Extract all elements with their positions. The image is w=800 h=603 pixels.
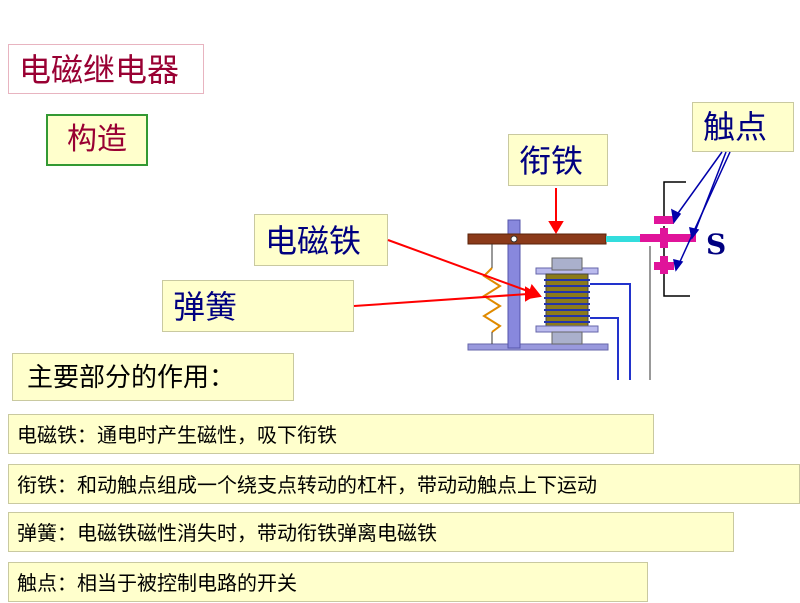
moving-contact-stub: [660, 228, 668, 248]
core-cap: [551, 257, 583, 271]
contact-bracket-top: [663, 181, 686, 222]
core-base: [551, 331, 583, 345]
label-switch-s: S: [706, 228, 727, 261]
section-label: 构造: [46, 114, 148, 166]
label-spring: 弹簧: [162, 280, 354, 332]
static-contact-top: [654, 216, 674, 224]
label-electromagnet: 电磁铁: [254, 214, 388, 266]
coil-wire-2: [590, 317, 619, 380]
contact-bracket-bottom: [663, 274, 690, 297]
armature-bar: [467, 233, 607, 245]
contact-arrows: [671, 151, 731, 272]
coil: [545, 273, 589, 327]
label-armature: 衔铁: [508, 134, 608, 186]
spring-icon: [482, 267, 502, 333]
pointer-arrows: [353, 188, 564, 307]
pivot-icon: [510, 235, 518, 243]
label-contact: 触点: [692, 102, 794, 152]
roles-heading: 主要部分的作用：: [12, 353, 294, 401]
role-contact: 触点：相当于被控制电路的开关: [8, 562, 648, 602]
static-contact-bottom-stub: [660, 256, 668, 274]
coil-windings: [544, 279, 590, 323]
slide-title: 电磁继电器: [8, 44, 204, 94]
core-bottom-plate: [535, 325, 599, 333]
role-electromagnet: 电磁铁：通电时产生磁性，吸下衔铁: [8, 414, 654, 454]
base-plate: [467, 343, 609, 351]
role-spring: 弹簧：电磁铁磁性消失时，带动衔铁弹离电磁铁: [8, 512, 734, 552]
role-armature: 衔铁：和动触点组成一个绕支点转动的杠杆，带动动触点上下运动: [8, 464, 800, 504]
armature-link: [606, 236, 640, 242]
coil-wire-1: [590, 283, 631, 380]
